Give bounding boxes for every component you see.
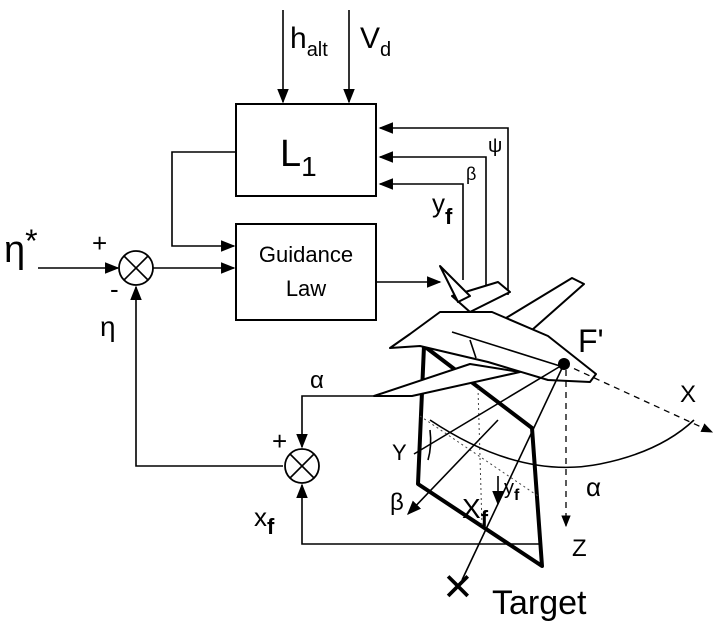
guidance-law-line2: Law — [286, 276, 326, 301]
eta-label: η — [100, 311, 116, 342]
sum1-plus: + — [92, 228, 107, 258]
yf-camera-label: yf — [504, 477, 520, 504]
eta-feedback-line — [130, 285, 283, 467]
target-label: Target — [492, 584, 587, 622]
guidance-law-block — [235, 223, 377, 321]
yf-feedback-label: yf — [432, 188, 453, 229]
alpha-input-line — [296, 395, 380, 449]
xf-camera-label: Xf — [462, 493, 489, 531]
xf-input-label: xf — [254, 502, 275, 539]
l1-to-guidance-line — [171, 151, 236, 252]
psi-label: ψ — [488, 135, 502, 157]
psi-feedback-line — [378, 122, 509, 295]
y-axis-label: Y — [392, 440, 407, 465]
x-axis-label: X — [680, 381, 696, 408]
focal-point-label: F' — [578, 323, 604, 359]
guidance-law-line1: Guidance — [259, 242, 353, 267]
eta-star-label: η* — [4, 223, 38, 271]
xf-input-line — [296, 483, 542, 545]
alpha-arc — [429, 419, 695, 469]
beta-feedback-line — [378, 151, 487, 292]
l1-block — [235, 103, 377, 197]
beta-camera-label: β — [390, 489, 404, 516]
x-axis-line — [563, 363, 714, 433]
alpha-input-label: α — [310, 367, 324, 394]
l1-label: L1 — [280, 133, 317, 182]
sum2-plus: + — [272, 426, 287, 456]
h-alt-label: hdalt — [290, 22, 328, 61]
target-ray-line — [461, 363, 565, 581]
y-axis-line — [413, 363, 565, 455]
beta-label: β — [466, 164, 476, 184]
z-axis-label: Z — [572, 535, 587, 562]
beta-ray-line — [407, 419, 499, 516]
vd-label: Vd — [360, 22, 391, 61]
image-plane — [416, 344, 544, 568]
target-marker: ✕ — [442, 567, 474, 609]
alpha-camera-label: α — [586, 472, 601, 502]
yf-feedback-line — [378, 178, 464, 280]
aircraft-icon — [373, 265, 597, 397]
sum1-minus: - — [110, 274, 119, 304]
